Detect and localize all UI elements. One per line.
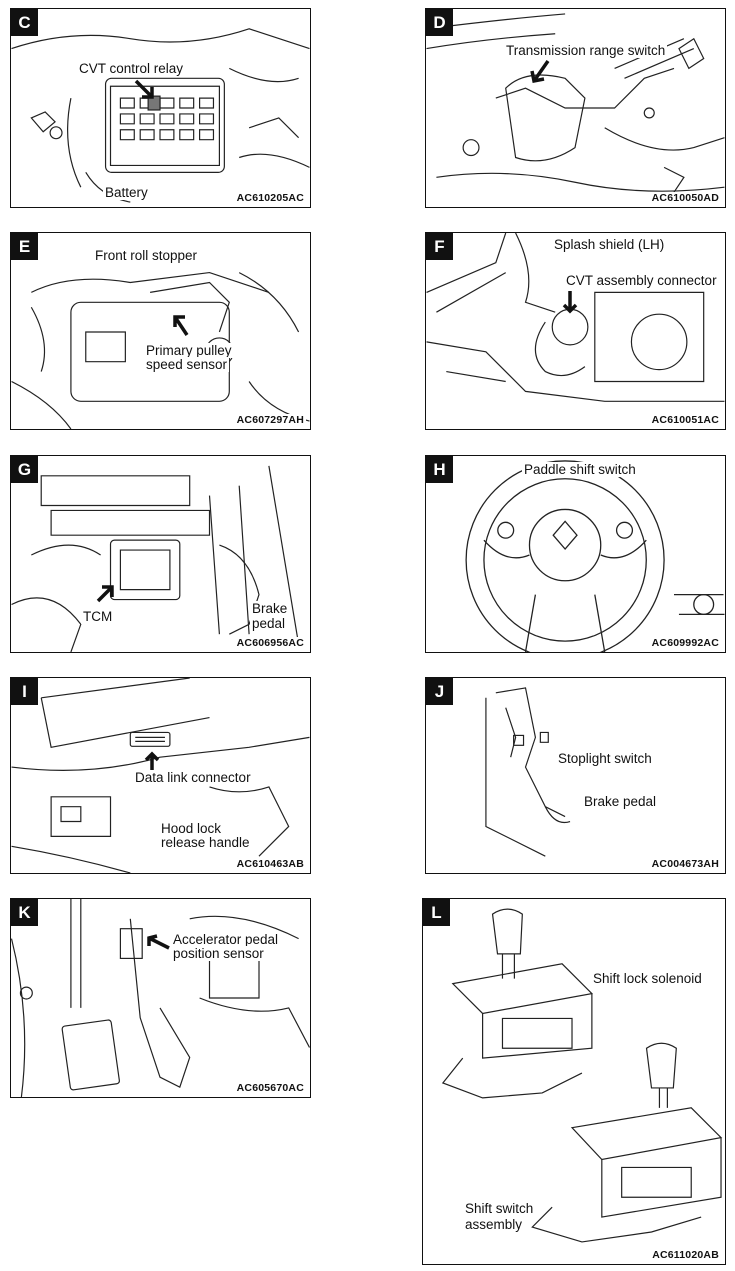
figure-panel-f: F Splash shield (LH) CVT assembly connec… xyxy=(425,232,726,430)
panel-letter: G xyxy=(11,456,38,483)
shift-lever-assembly-illustration xyxy=(441,908,723,1243)
callout-assembly: assembly xyxy=(463,1217,525,1232)
figure-panel-l: L Shift lock solenoid Shift switch assem… xyxy=(422,898,726,1265)
callout-brake: Brake xyxy=(250,601,290,616)
figure-code: AC610463AB xyxy=(234,858,306,870)
figure-panel-j: J Stoplight switch Brake pedal AC004673A… xyxy=(425,677,726,874)
callout-cvt-assembly-connector: CVT assembly connector xyxy=(564,273,719,288)
panel-letter: K xyxy=(11,899,38,926)
figure-code: AC606956AC xyxy=(234,637,306,649)
panel-letter: F xyxy=(426,233,453,260)
figure-panel-i: I Data link connector Hood lock release … xyxy=(10,677,311,874)
callout-shift-switch: Shift switch xyxy=(463,1201,536,1216)
panel-letter: L xyxy=(423,899,450,926)
pointer-arrow-icon xyxy=(96,585,114,603)
brake-pedal-illustration xyxy=(485,687,571,857)
tcm-illustration xyxy=(11,465,300,652)
accelerator-pedal-illustration xyxy=(11,899,310,1097)
figure-code: AC610050AD xyxy=(649,192,721,204)
panel-letter: J xyxy=(426,678,453,705)
callout-paddle-shift-switch: Paddle shift switch xyxy=(522,462,638,477)
callout-brake-pedal: Brake pedal xyxy=(582,794,659,809)
callout-battery: Battery xyxy=(103,185,150,200)
figure-panel-e: E Front roll stopper Primary pulley spee… xyxy=(10,232,311,430)
figure-panel-h: H Paddle shift switch AC609992AC xyxy=(425,455,726,653)
callout-shift-lock-solenoid: Shift lock solenoid xyxy=(591,971,704,986)
pointer-arrow-icon xyxy=(562,291,578,314)
callout-data-link-connector: Data link connector xyxy=(133,770,253,785)
panel-letter: D xyxy=(426,9,453,36)
panel-letter: H xyxy=(426,456,453,483)
panel-letter: E xyxy=(11,233,38,260)
callout-position-sensor: position sensor xyxy=(171,946,266,961)
callout-splash-shield-lh: Splash shield (LH) xyxy=(552,237,667,252)
figure-code: AC610205AC xyxy=(234,192,306,204)
pointer-arrow-icon xyxy=(134,79,154,99)
callout-front-roll-stopper: Front roll stopper xyxy=(93,248,200,263)
callout-primary-pulley: Primary pulley xyxy=(144,343,234,358)
figure-panel-g: G TCM Brake pedal AC606956AC xyxy=(10,455,311,653)
callout-hood-lock: Hood lock xyxy=(159,821,224,836)
transmission-range-switch-illustration xyxy=(426,13,725,193)
figure-code: AC611020AB xyxy=(650,1249,721,1261)
callout-cvt-control-relay: CVT control relay xyxy=(77,61,186,76)
pointer-arrow-icon xyxy=(530,59,550,84)
figure-code: AC004673AH xyxy=(649,858,721,870)
pointer-arrow-icon xyxy=(173,315,189,336)
pointer-arrow-icon xyxy=(147,934,170,950)
panel-letter: C xyxy=(11,9,38,36)
figure-code: AC610051AC xyxy=(649,414,721,426)
figure-panel-d: D Transmission range switch AC610050AD xyxy=(425,8,726,208)
figure-code: AC605670AC xyxy=(234,1082,306,1094)
figure-code: AC607297AH xyxy=(234,414,306,426)
figure-panel-c: C CVT control relay Battery AC610205AC xyxy=(10,8,311,208)
figure-panel-k: K Accelerator pedal position sensor AC60… xyxy=(10,898,311,1098)
splash-shield-illustration xyxy=(426,233,725,402)
steering-wheel-illustration xyxy=(465,460,725,652)
callout-release-handle: release handle xyxy=(159,835,252,850)
callout-pedal: pedal xyxy=(250,616,288,631)
panel-letter: I xyxy=(11,678,38,705)
callout-transmission-range-switch: Transmission range switch xyxy=(504,43,668,58)
figure-code: AC609992AC xyxy=(649,637,721,649)
callout-tcm: TCM xyxy=(81,609,115,624)
pointer-arrow-icon xyxy=(144,751,160,772)
engine-bay-illustration xyxy=(11,28,310,203)
dashboard-lower-illustration xyxy=(11,678,310,873)
callout-stoplight-switch: Stoplight switch xyxy=(556,751,654,766)
callout-speed-sensor: speed sensor xyxy=(144,357,230,372)
callout-accelerator-pedal: Accelerator pedal xyxy=(171,932,281,947)
